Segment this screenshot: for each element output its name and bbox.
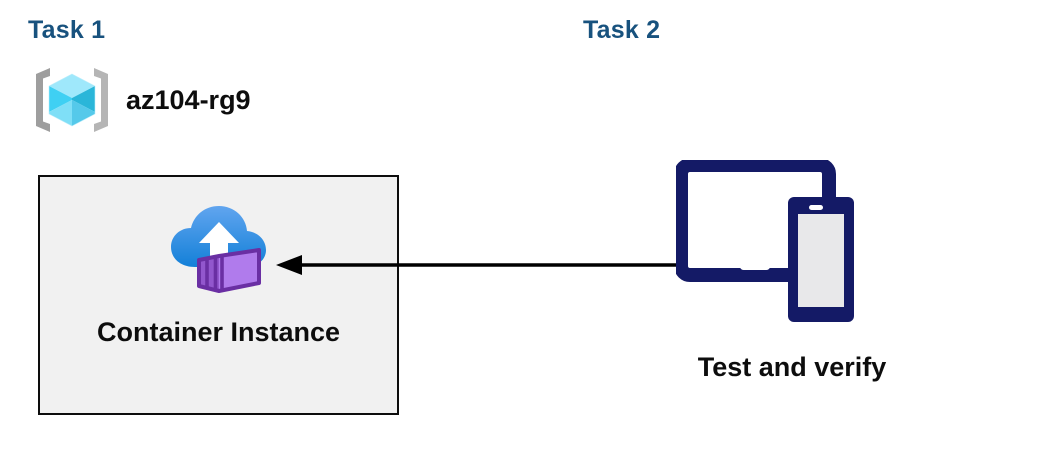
resource-group-label: az104-rg9: [126, 84, 251, 115]
tablet-and-phone-devices-icon: [676, 160, 854, 322]
container-instance-label: Container Instance: [96, 317, 341, 347]
container-instance-card: Container Instance: [38, 175, 399, 415]
test-and-verify-label: Test and verify: [697, 352, 887, 382]
azure-resource-group-icon: [36, 68, 108, 132]
task-1-heading: Task 1: [28, 16, 106, 44]
task-2-panel: [0, 457, 478, 465]
azure-container-instance-icon: [170, 206, 266, 293]
resource-group-row: az104-rg9: [32, 60, 251, 140]
arrow-task2-to-container-instance: [276, 255, 678, 275]
task-2-heading: Task 2: [583, 16, 661, 44]
